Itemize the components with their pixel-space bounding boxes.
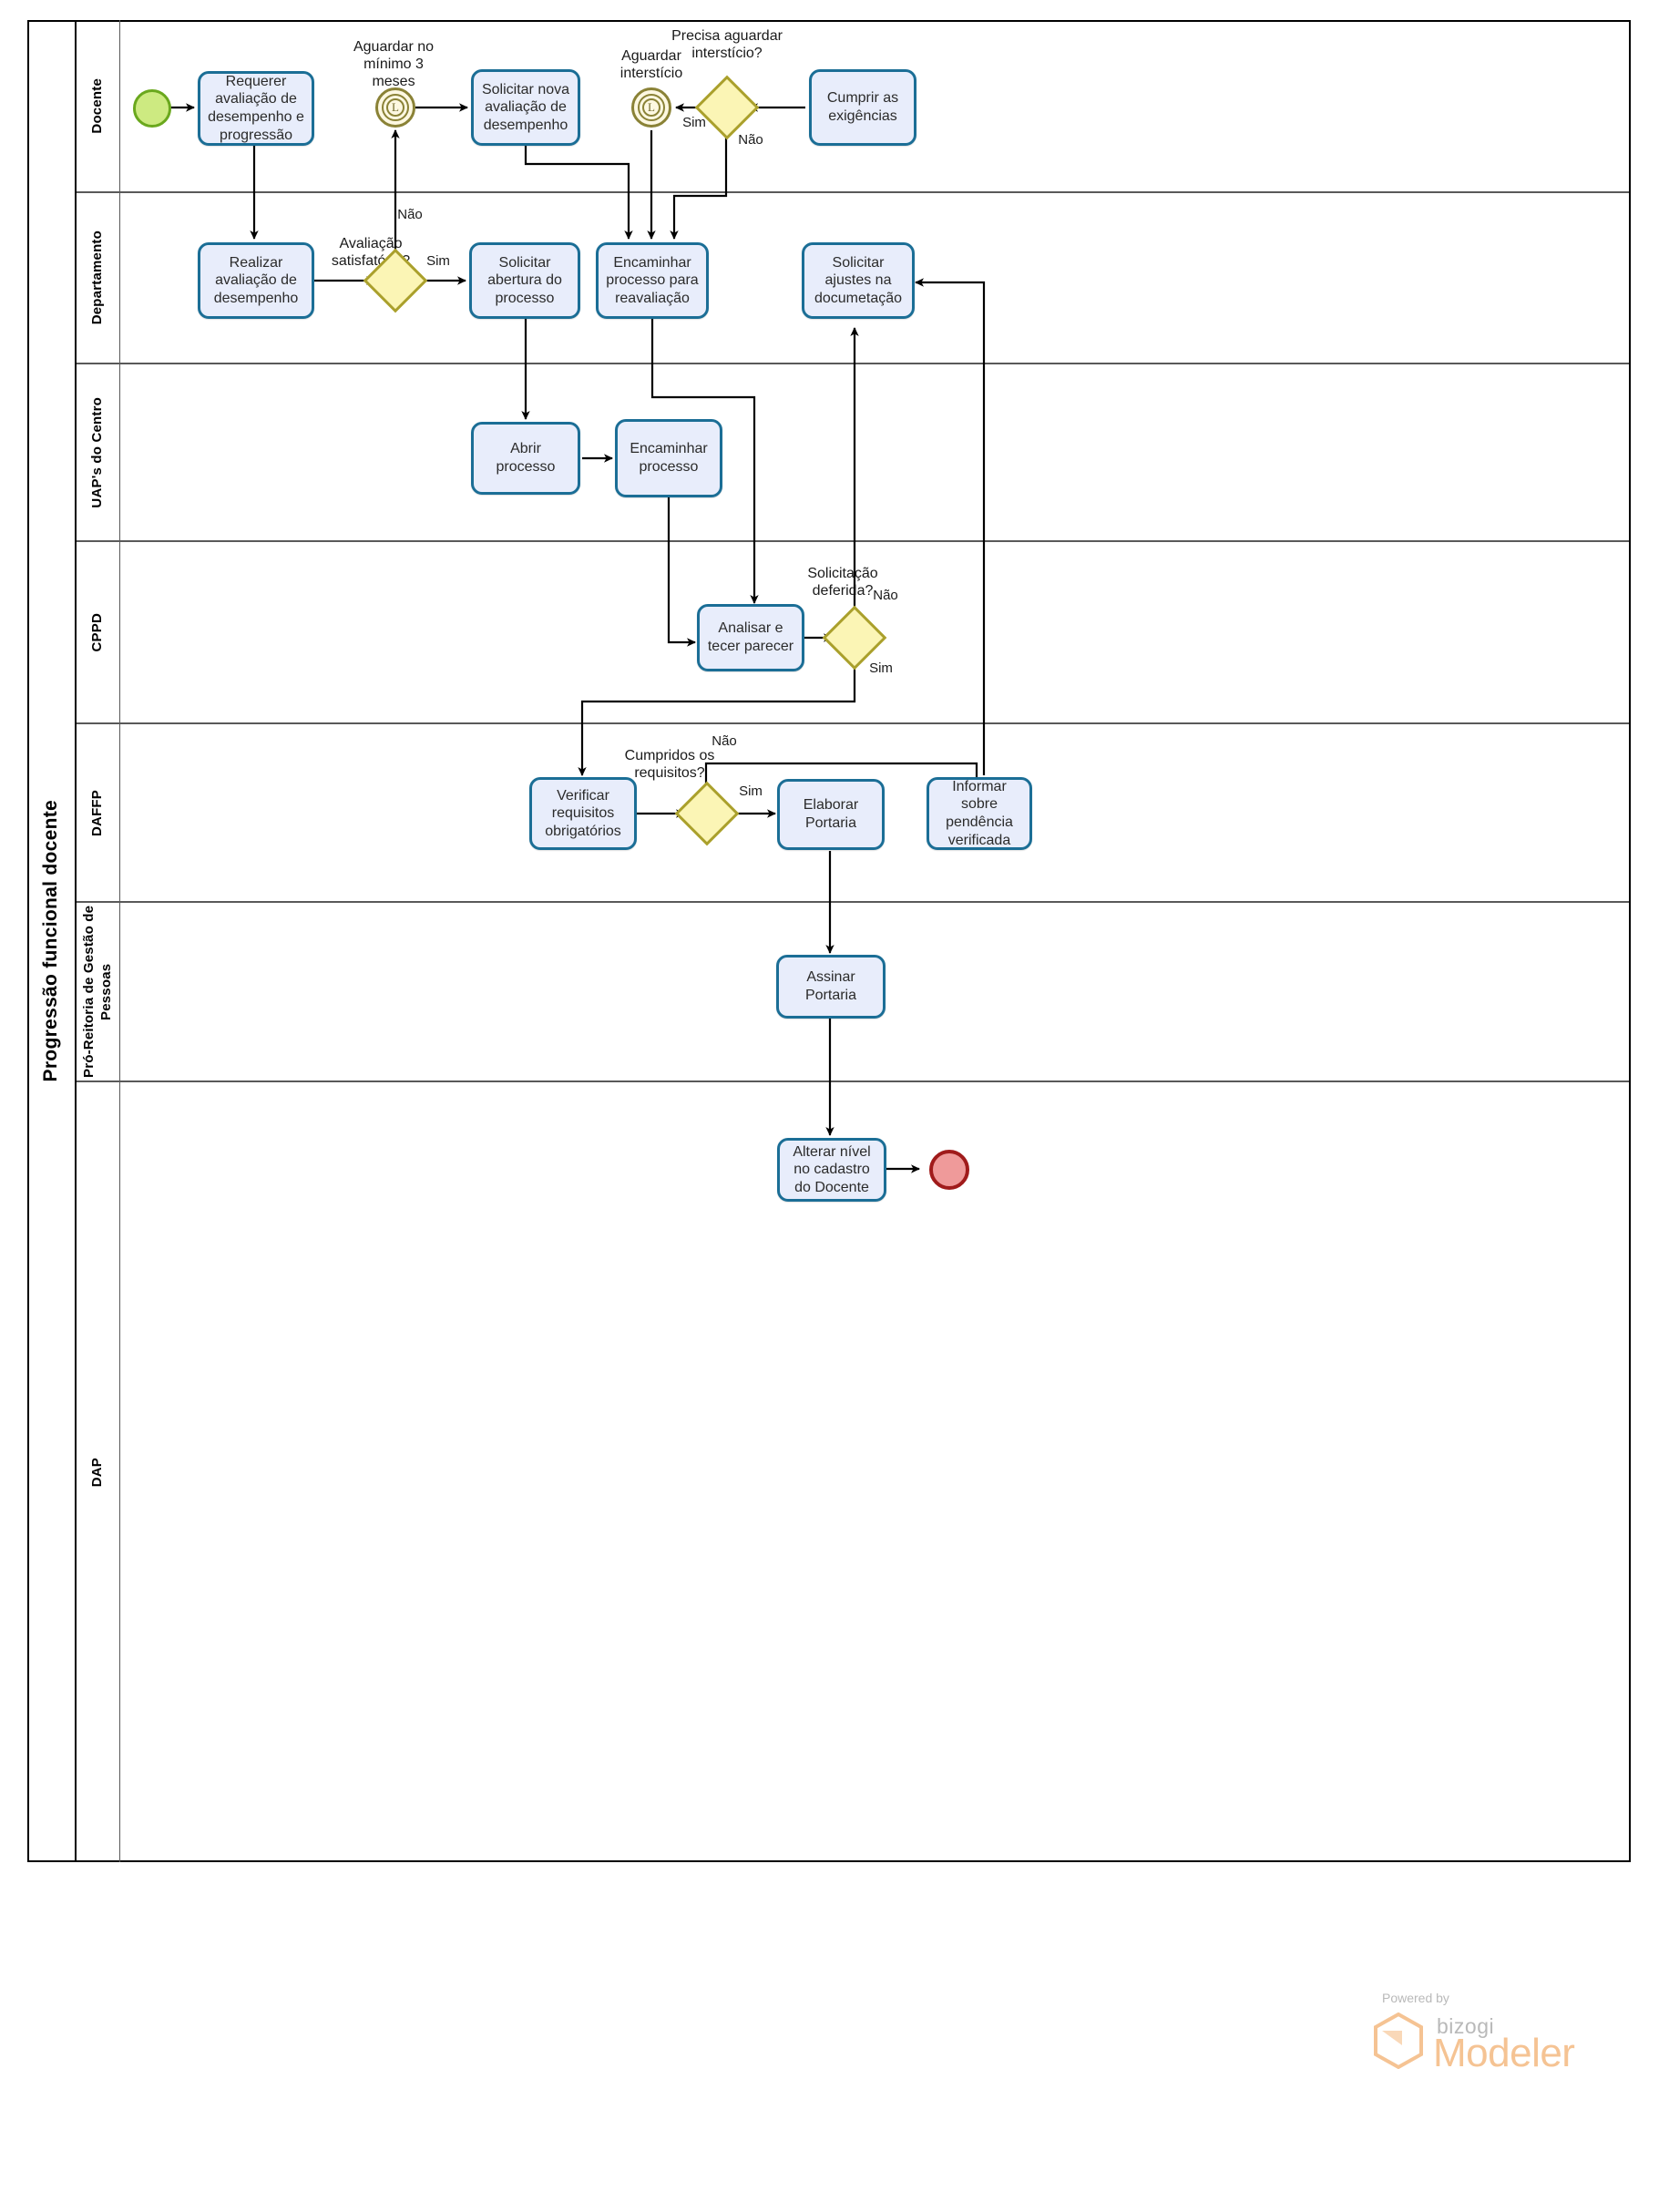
task-cumprir-exigencias[interactable]: Cumprir as exigências (809, 69, 916, 146)
lane-uaps-do-centro: UAP's do Centro (77, 364, 1629, 542)
lane-label-dap: DAP (77, 1082, 120, 1862)
lane-label-docente: Docente (77, 20, 120, 191)
lane-pro-reitoria-text: Pró-Reitoria de Gestão de Pessoas (80, 905, 114, 1079)
task-alterar-nivel-cadastro[interactable]: Alterar nível no cadastro do Docente (777, 1138, 886, 1202)
label-precisa-aguardar-intersticio: Precisa aguardar interstício? (671, 28, 783, 62)
label-aguardar-3-meses: Aguardar no mínimo 3 meses (353, 39, 435, 90)
task-solicitar-nova-avaliacao[interactable]: Solicitar nova avaliação de desempenho (471, 69, 580, 146)
timer-ring (638, 94, 665, 121)
task-analisar-tecer-parecer[interactable]: Analisar e tecer parecer (697, 604, 804, 671)
timer-event-aguardar-intersticio[interactable]: L (631, 87, 671, 128)
lane-uaps-text: UAP's do Centro (89, 396, 106, 508)
lane-label-cppd: CPPD (77, 542, 120, 722)
end-event[interactable] (929, 1150, 969, 1190)
timer-event-aguardar-3-meses[interactable]: L (375, 87, 415, 128)
label-aguardar-intersticio: Aguardar interstício (619, 48, 683, 82)
bizagi-wordmark: bizogi (1437, 2014, 1495, 2038)
task-encaminhar-processo-reavaliacao[interactable]: Encaminhar processo para reavaliação (596, 242, 709, 319)
lane-label-departamento: Departamento (77, 193, 120, 363)
lane-label-daffp: DAFFP (77, 724, 120, 901)
clock-icon: L (386, 98, 404, 117)
flow-label-deferida-nao: Não (873, 588, 898, 603)
task-assinar-portaria[interactable]: Assinar Portaria (776, 955, 886, 1019)
powered-by-label: Powered by (1382, 1991, 1449, 2005)
flow-label-requisitos-nao: Não (712, 733, 737, 749)
lane-pro-reitoria: Pró-Reitoria de Gestão de Pessoas (77, 903, 1629, 1082)
flow-label-intersticio-nao: Não (738, 132, 763, 148)
flow-label-deferida-sim: Sim (869, 661, 893, 676)
task-solicitar-ajustes-documentacao[interactable]: Solicitar ajustes na documetação (802, 242, 915, 319)
task-informar-pendencia-verificada[interactable]: Informar sobre pendência verificada (927, 777, 1032, 850)
lane-label-pro-reitoria: Pró-Reitoria de Gestão de Pessoas (77, 903, 120, 1080)
lane-dap-text: DAP (89, 1457, 106, 1488)
bizagi-modeler-logo: Powered by bizogi Modeler (1326, 1991, 1626, 2100)
clock-icon: L (642, 98, 660, 117)
lane-cppd-text: CPPD (89, 612, 106, 652)
task-abrir-processo[interactable]: Abrir processo (471, 422, 580, 495)
lane-daffp: DAFFP (77, 724, 1629, 903)
flow-label-avaliacao-sim: Sim (426, 253, 450, 269)
task-solicitar-abertura-processo[interactable]: Solicitar abertura do processo (469, 242, 580, 319)
modeler-wordmark: Modeler (1433, 2031, 1575, 2075)
task-verificar-requisitos-obrigatorios[interactable]: Verificar requisitos obrigatórios (529, 777, 637, 850)
lane-departamento: Departamento (77, 193, 1629, 364)
task-requerer-avaliacao[interactable]: Requerer avaliação de desempenho e progr… (198, 71, 314, 146)
flow-label-intersticio-sim: Sim (682, 115, 706, 130)
pool-title-label: Progressão funcional docente (40, 800, 61, 1082)
task-elaborar-portaria[interactable]: Elaborar Portaria (777, 779, 885, 850)
lane-label-uaps: UAP's do Centro (77, 364, 120, 540)
bizagi-hex-icon (1374, 2012, 1423, 2069)
pool-title: Progressão funcional docente (27, 20, 77, 1862)
lane-docente-text: Docente (89, 77, 106, 134)
task-encaminhar-processo[interactable]: Encaminhar processo (615, 419, 722, 497)
label-solicitacao-deferida: Solicitação deferida? (807, 566, 878, 599)
flow-label-avaliacao-nao: Não (397, 207, 423, 222)
timer-ring (382, 94, 409, 121)
lane-dap: DAP (77, 1082, 1629, 1862)
lane-docente: Docente (77, 20, 1629, 193)
lane-departamento-text: Departamento (89, 230, 106, 325)
flow-label-requisitos-sim: Sim (739, 783, 763, 799)
start-event[interactable] (133, 89, 171, 128)
task-realizar-avaliacao-desempenho[interactable]: Realizar avaliação de desempenho (198, 242, 314, 319)
lane-daffp-text: DAFFP (89, 789, 106, 836)
label-cumpridos-requisitos: Cumpridos os requisitos? (624, 748, 715, 782)
